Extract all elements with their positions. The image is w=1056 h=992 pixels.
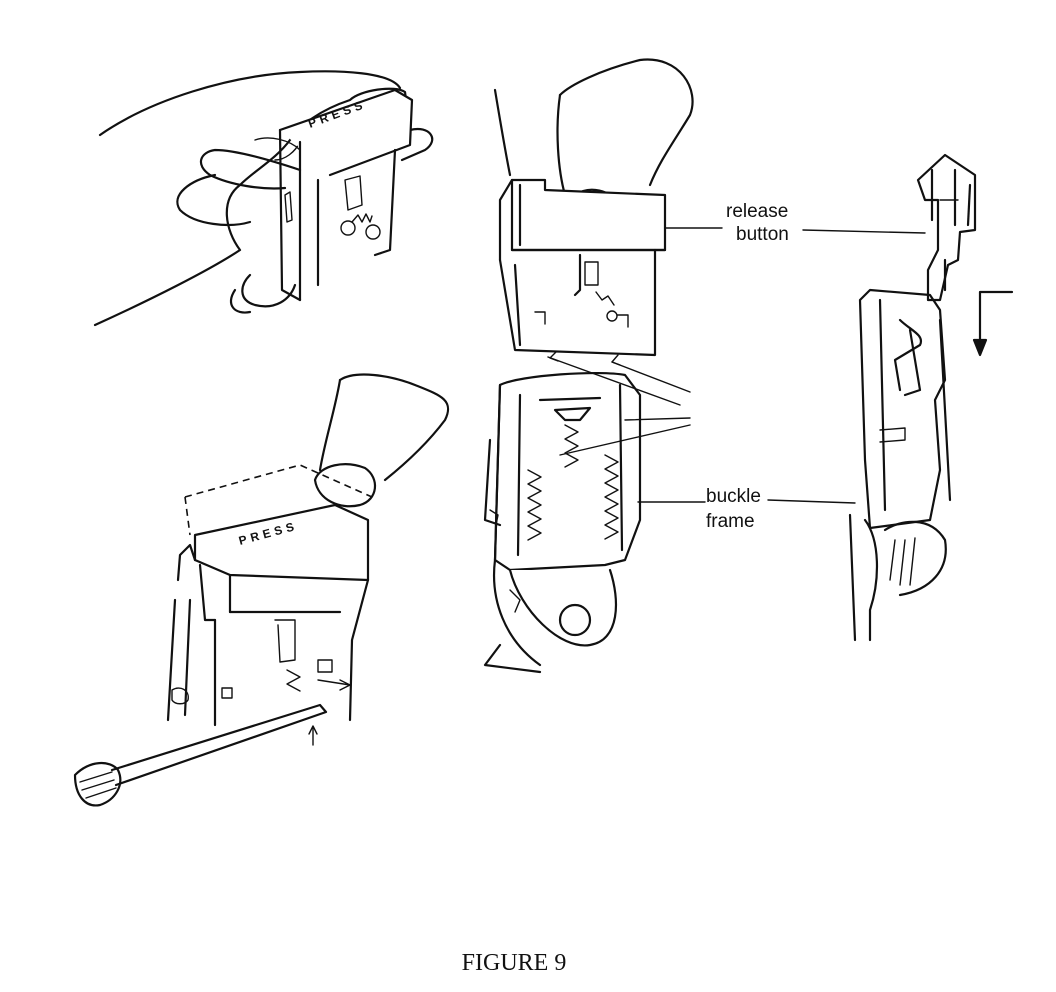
top-left-hand-illustration: PRESS (93, 70, 434, 327)
label-frame: frame (706, 511, 755, 532)
center-release-button-illustration (493, 58, 694, 357)
figure-caption: FIGURE 9 (462, 950, 567, 976)
label-button: button (736, 224, 789, 245)
label-buckle: buckle (706, 486, 761, 507)
right-side-view-illustration (767, 153, 1014, 642)
center-buckle-frame-illustration (483, 371, 642, 674)
label-release: release (726, 201, 788, 222)
bottom-left-screwdriver-illustration: PRESS (73, 373, 450, 807)
center-leader-lines (547, 227, 723, 503)
annotation-labels: release button buckle frame (706, 201, 789, 532)
